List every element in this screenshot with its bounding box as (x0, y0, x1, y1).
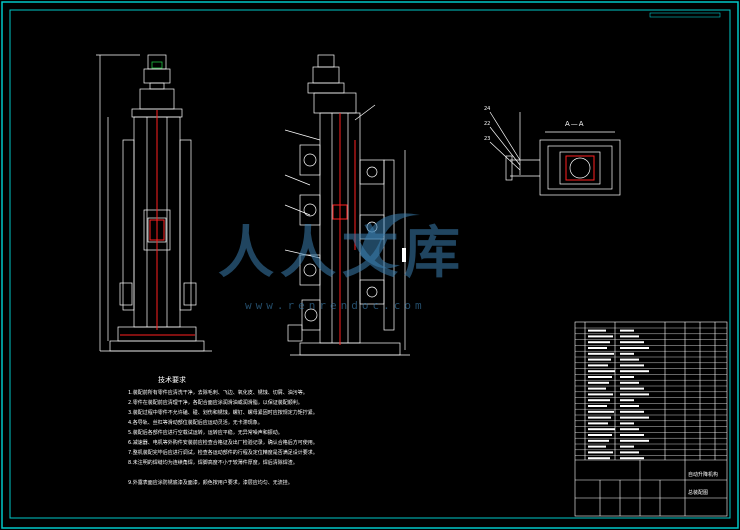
section-aa (489, 111, 621, 196)
front-view-green (151, 61, 163, 69)
section-aa-red (565, 155, 595, 181)
side-view-marker (402, 248, 406, 262)
bom-text-mark (620, 445, 634, 448)
title-block-drawing-name: 总装配图 (688, 490, 709, 496)
frame-corner-tab (649, 12, 721, 18)
bom-text-mark (588, 341, 610, 344)
bom-text-mark (620, 393, 649, 396)
bom-text-mark (620, 434, 644, 436)
bom-text-mark (588, 405, 607, 407)
notes-line: 5.装配后各部件应进行空载试运转，运转应平稳，无异常噪声和振动。 (128, 430, 283, 436)
bom-text-mark (620, 335, 639, 338)
bom-marks (588, 329, 649, 460)
title-block-drawing-title: 自动升降机构 (688, 472, 719, 478)
bom-text-mark (588, 376, 612, 378)
bom-text-mark (620, 370, 649, 373)
bom-text-mark (620, 352, 634, 355)
bom-text-mark (620, 381, 639, 384)
notes-line: 2.零件在装配前应清理干净，各配合面应涂润滑油或润滑脂，以保证装配顺利。 (128, 400, 303, 406)
watermark-swoosh (360, 213, 420, 269)
bom-text-mark (588, 364, 608, 367)
bom-text-mark (588, 335, 613, 338)
bom-text-mark (588, 457, 610, 460)
bom-text-mark (588, 434, 612, 436)
bom-text-mark (620, 387, 644, 390)
leader-label: 23 (484, 136, 491, 142)
notes-line: 7.整机装配完毕后应进行调试，检查各运动部件的行程及定位精度是否满足设计要求。 (128, 450, 318, 456)
bom-text-mark (620, 451, 639, 454)
title-block (574, 321, 728, 517)
notes-line: 9.外露表面应涂防锈底漆及面漆，颜色按用户要求，漆层应均匀、无流挂。 (128, 480, 293, 486)
watermark-text: 人人文库 (218, 220, 466, 286)
notes-line: 4.各导轨、丝杠等滑动部位装配后应运动灵活，无卡滞现象。 (128, 420, 263, 426)
bom-text-mark (588, 410, 614, 413)
watermark-url: www.renrendoc.com (245, 299, 426, 312)
bom-text-mark (588, 370, 615, 373)
bom-text-mark (588, 439, 609, 442)
bom-text-mark (620, 329, 634, 332)
bom-text-mark (588, 393, 613, 396)
bom-text-mark (620, 347, 649, 349)
bom-text-mark (588, 422, 608, 425)
bom-text-mark (588, 445, 606, 448)
front-view-red (120, 110, 195, 336)
bom-text-mark (620, 405, 639, 407)
bom-text-mark (588, 387, 606, 390)
bom-text-mark (588, 352, 614, 355)
notes-line: 6.减速器、电机等外购件安装前应检查合格证及出厂检验记录，确认合格后方可使用。 (128, 440, 318, 446)
bom-text-mark (588, 416, 611, 419)
notes-line: 3.装配过程中零件不允许磕、碰、划伤和锈蚀，螺钉、螺母紧固时应按规定力矩拧紧。 (128, 410, 318, 416)
bom-text-mark (588, 399, 610, 402)
bom-text-mark (620, 439, 649, 442)
leader-label: 22 (484, 121, 491, 127)
notes-line: 8.未注明的焊缝均为连续角焊，焊脚高度不小于较薄件厚度，焊后清除焊渣。 (128, 460, 298, 466)
bom-text-mark (620, 410, 644, 413)
notes-title: 技术要求 (158, 376, 186, 384)
bom-text-mark (620, 376, 634, 378)
bom-text-mark (620, 422, 634, 425)
bom-text-mark (588, 428, 615, 431)
inner-frame (9, 9, 731, 519)
bom-rows (575, 327, 727, 456)
bom-text-mark (620, 358, 639, 361)
notes-line: 1.装配前所有零件应清洗干净，去除毛刺、飞边、氧化皮、锈蚀、切屑、油污等。 (128, 390, 308, 396)
bom-text-mark (620, 416, 649, 419)
front-view (96, 54, 212, 352)
bom-text-mark (588, 381, 609, 384)
bom-text-mark (588, 329, 606, 332)
bom-text-mark (588, 358, 611, 361)
bom-text-mark (620, 457, 644, 460)
leader-label: 24 (484, 106, 491, 112)
bom-text-mark (588, 451, 613, 454)
section-label: A—A (565, 120, 585, 128)
bom-text-mark (620, 341, 644, 344)
bom-text-mark (620, 364, 644, 367)
bom-text-mark (620, 428, 639, 431)
side-view-red (332, 113, 356, 345)
bom-text-mark (620, 399, 634, 402)
bom-text-mark (588, 347, 607, 349)
